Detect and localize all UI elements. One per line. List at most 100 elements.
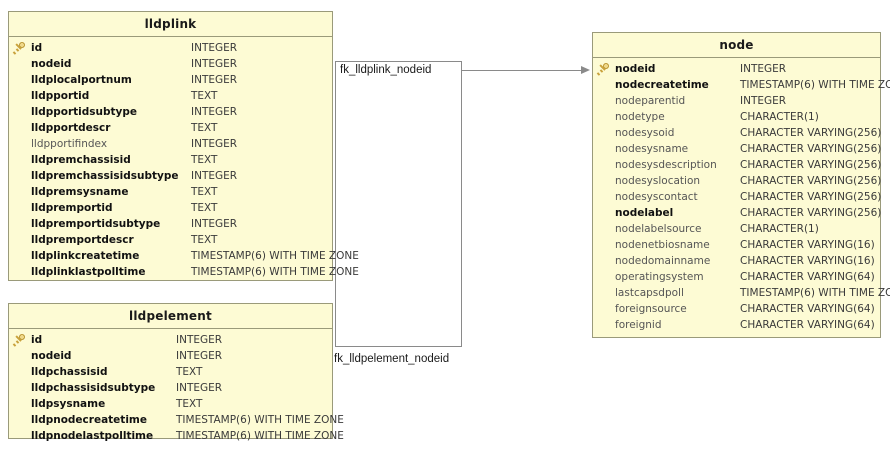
column-type: INTEGER [191, 74, 238, 86]
entity-title-node: node [593, 33, 880, 58]
column-type: INTEGER [191, 42, 238, 54]
key-icon-placeholder [593, 93, 615, 109]
key-icon-placeholder [9, 184, 31, 200]
column-name: lldpsysname [31, 398, 106, 410]
column-type: TIMESTAMP(6) WITH TIME ZONE [191, 250, 359, 262]
key-icon-placeholder [9, 412, 31, 428]
column-name: lldpnodecreatetime [31, 414, 147, 426]
key-icon-placeholder [593, 285, 615, 301]
entity-column-row: nodeid INTEGER [9, 56, 332, 72]
column-type: TEXT [176, 366, 203, 378]
column-type: INTEGER [191, 58, 238, 70]
column-name: lldpremportidsubtype [31, 218, 161, 230]
entity-column-row: nodetype CHARACTER(1) [593, 109, 880, 125]
column-name: nodesyslocation [615, 175, 701, 187]
column-name: lldpchassisid [31, 366, 108, 378]
column-name: nodesysoid [615, 127, 675, 139]
column-name: lldplocalportnum [31, 74, 132, 86]
column-type: INTEGER [176, 350, 223, 362]
relationship-arrow-head [581, 66, 590, 74]
column-name: lldpnodelastpolltime [31, 430, 154, 442]
column-type: TEXT [191, 154, 218, 166]
primary-key-icon [593, 61, 615, 77]
column-name: lldpportifindex [31, 138, 108, 150]
column-type: CHARACTER(1) [740, 111, 819, 123]
key-icon-placeholder [9, 396, 31, 412]
column-name: nodetype [615, 111, 665, 123]
key-icon-placeholder [9, 428, 31, 444]
column-type: TEXT [176, 398, 203, 410]
column-name: nodeparentid [615, 95, 686, 107]
key-icon-placeholder [9, 56, 31, 72]
key-icon-placeholder [9, 104, 31, 120]
column-type: CHARACTER VARYING(256) [740, 175, 882, 187]
key-icon-placeholder [593, 125, 615, 141]
column-name: nodenetbiosname [615, 239, 710, 251]
relationship-connector-line [462, 70, 582, 71]
entity-column-row: lldplocalportnum INTEGER [9, 72, 332, 88]
column-name: nodedomainname [615, 255, 711, 267]
column-name: lldpportdescr [31, 122, 111, 134]
relationship-label-fk-lldplink-nodeid: fk_lldplink_nodeid [337, 63, 435, 77]
key-icon-placeholder [9, 72, 31, 88]
column-type: CHARACTER VARYING(256) [740, 127, 882, 139]
relationship-label-fk-lldpelement-nodeid: fk_lldpelement_nodeid [331, 352, 453, 366]
column-name: lldpremsysname [31, 186, 129, 198]
relationship-route-box [335, 61, 462, 347]
key-icon-placeholder [593, 237, 615, 253]
column-type: INTEGER [191, 106, 238, 118]
column-name: nodeid [31, 58, 72, 70]
key-icon-placeholder [9, 136, 31, 152]
entity-column-row: lldplinkcreatetime TIMESTAMP(6) WITH TIME… [9, 248, 359, 264]
column-type: TIMESTAMP(6) WITH TIME ZONE [176, 414, 344, 426]
column-type: TIMESTAMP(6) WITH TIME ZONE [191, 266, 359, 278]
column-name: id [31, 42, 43, 54]
column-type: CHARACTER VARYING(256) [740, 191, 882, 203]
column-type: CHARACTER VARYING(64) [740, 271, 875, 283]
column-name: nodeid [31, 350, 72, 362]
column-type: CHARACTER VARYING(256) [740, 143, 882, 155]
column-type: INTEGER [176, 334, 223, 346]
column-type: TEXT [191, 122, 218, 134]
entity-column-row: nodesyslocation CHARACTER VARYING(256) [593, 173, 882, 189]
column-type: INTEGER [176, 382, 223, 394]
entity-title-lldpelement: lldpelement [9, 304, 332, 329]
column-name: nodecreatetime [615, 79, 709, 91]
key-icon-placeholder [9, 232, 31, 248]
column-name: foreignsource [615, 303, 687, 315]
key-icon-placeholder [593, 173, 615, 189]
entity-column-row: nodesysoid CHARACTER VARYING(256) [593, 125, 882, 141]
entity-column-row: id INTEGER [9, 40, 332, 56]
column-type: INTEGER [191, 170, 238, 182]
column-type: INTEGER [191, 138, 238, 150]
primary-key-icon [9, 332, 31, 348]
column-name: lldplinkcreatetime [31, 250, 140, 262]
column-name: nodesysdescription [615, 159, 717, 171]
key-icon-placeholder [593, 253, 615, 269]
column-name: lastcapsdpoll [615, 287, 684, 299]
